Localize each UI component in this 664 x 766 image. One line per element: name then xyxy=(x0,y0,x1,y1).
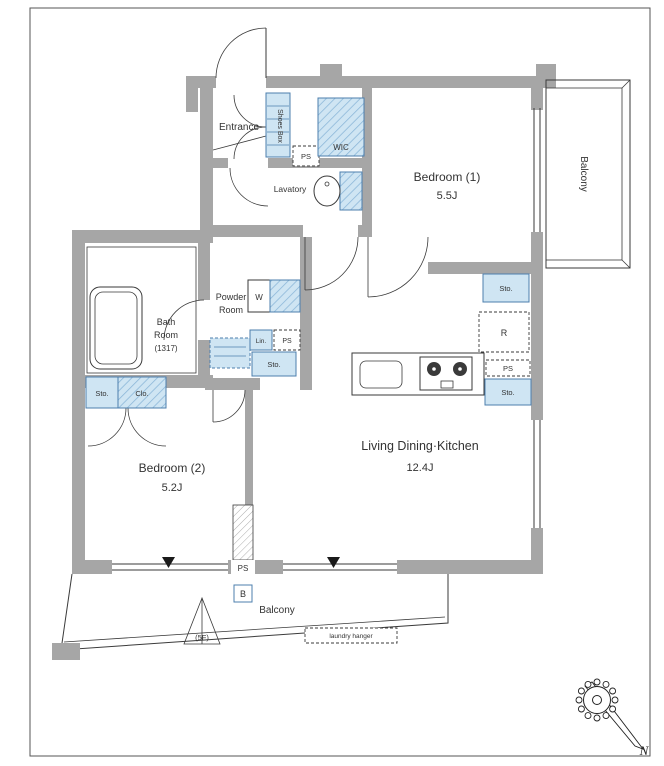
linen-box xyxy=(249,329,273,351)
bedroom2-area: Sto. Clo. Bedroom (2) 5.2J xyxy=(85,376,254,561)
entrance-area: Shoes Box PS WIC Entrance xyxy=(212,92,365,167)
bath-label-1: Bath xyxy=(157,317,176,327)
bathtub xyxy=(89,286,143,370)
compass-dial-icon xyxy=(583,686,611,714)
toilet-bowl-icon xyxy=(313,175,341,207)
window-marker-icon xyxy=(162,557,175,568)
bedroom1-name: Bedroom (1) xyxy=(414,170,481,184)
entrance-step-line xyxy=(212,135,267,151)
refrigerator-space xyxy=(478,311,530,353)
floor-label: (5F) xyxy=(195,633,209,642)
sto-topright-label: Sto. xyxy=(499,284,512,293)
ps-powder-label: PS xyxy=(282,338,292,345)
bedroom1-size: 5.5J xyxy=(437,190,458,202)
pipe-shaft xyxy=(232,504,254,561)
lavatory-label: Lavatory xyxy=(274,184,307,194)
toilet-tank xyxy=(339,171,363,211)
balcony-bottom-area: (5F) B Balcony laundry hanger xyxy=(52,573,449,660)
pipe-space-right xyxy=(485,359,531,377)
ldk-name: Living Dining·Kitchen xyxy=(361,439,478,453)
windows xyxy=(112,108,541,571)
storage-top-right xyxy=(482,273,530,303)
ps-right-label: PS xyxy=(503,364,513,373)
clo-label: Clo. xyxy=(135,389,148,398)
partition-board-label: B xyxy=(240,589,246,599)
door-swings xyxy=(87,27,429,447)
powder-label-1: Powder xyxy=(216,292,247,302)
toilet-flush-icon xyxy=(324,181,330,187)
partition-board-box xyxy=(233,584,253,603)
compass: N xyxy=(575,678,650,758)
grill-icon xyxy=(440,380,454,389)
ps-bottom: PS xyxy=(231,560,255,574)
north-label: N xyxy=(639,743,650,758)
balcony-right-area: Balcony xyxy=(545,79,631,269)
refrigerator-label: R xyxy=(501,328,508,338)
kitchen-sink-icon xyxy=(359,360,403,389)
bath-label-2: Room xyxy=(154,330,178,340)
powder-label-2: Room xyxy=(219,305,243,315)
storage-right xyxy=(484,378,532,406)
entrance-label: Entrance xyxy=(219,122,259,133)
ps-bottom-label: PS xyxy=(238,564,249,573)
wic-label: WIC xyxy=(333,143,349,152)
sto-right-label: Sto. xyxy=(501,388,514,397)
balcony-right-label: Balcony xyxy=(578,156,589,192)
powder-room-area: Powder Room W Lin. PS Sto. xyxy=(209,279,301,377)
bedroom1-area: Bedroom (1) 5.5J Sto. xyxy=(414,170,530,303)
bedroom2-name: Bedroom (2) xyxy=(139,461,206,475)
ps-entrance-label: PS xyxy=(301,152,311,161)
bedroom2-size: 5.2J xyxy=(162,482,183,494)
page-border xyxy=(29,7,651,757)
laundry-pan xyxy=(209,337,251,369)
storage-bedroom2 xyxy=(85,376,119,409)
storage-powder xyxy=(251,351,297,377)
sto-bedroom2-label: Sto. xyxy=(95,389,108,398)
balcony-bottom-label: Balcony xyxy=(259,605,295,616)
washer-label: W xyxy=(255,293,263,302)
window-marker-icon xyxy=(327,557,340,568)
walk-in-closet xyxy=(317,97,365,157)
bath-room-area: Bath Room (1317) xyxy=(86,246,197,374)
closet-bedroom2 xyxy=(117,376,167,409)
laundry-hanger-box xyxy=(304,627,398,644)
lavatory-area: Lavatory xyxy=(274,171,363,211)
shoes-box xyxy=(265,92,291,158)
ldk-size: 12.4J xyxy=(407,462,434,474)
pipe-space-powder xyxy=(273,329,301,351)
bath-label-3: (1317) xyxy=(154,344,177,353)
lin-label: Lin. xyxy=(256,338,267,345)
sto-powder-label: Sto. xyxy=(267,360,280,369)
vanity-counter xyxy=(269,279,301,313)
ldk-area: R PS Sto. Living Dining·Kitchen 12.4J xyxy=(351,311,532,474)
shoes-box-label: Shoes Box xyxy=(276,109,283,143)
laundry-hanger-label: laundry hanger xyxy=(329,633,373,640)
